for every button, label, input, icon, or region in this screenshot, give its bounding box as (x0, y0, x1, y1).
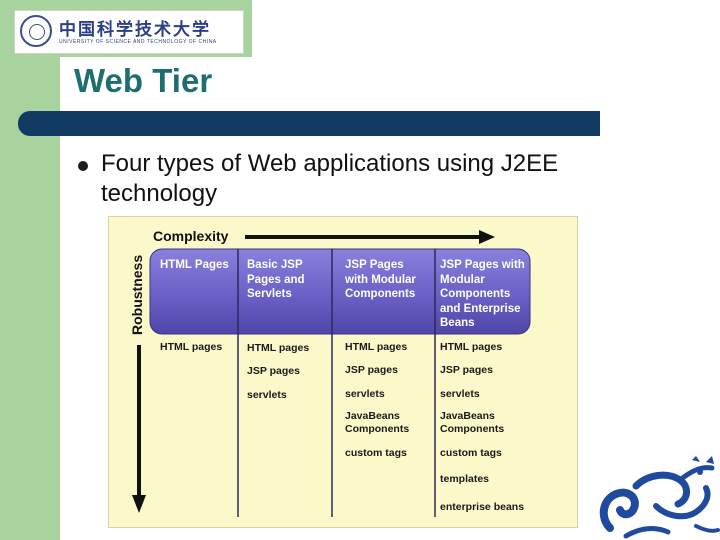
column-item: servlets (345, 388, 385, 400)
dragon-emblem-icon (599, 456, 720, 539)
web-app-types-diagram: Complexity Robustness HTML Pages HTML pa… (108, 216, 578, 528)
robustness-arrowhead (132, 495, 146, 513)
complexity-arrowhead (479, 230, 495, 244)
bullet-icon (78, 161, 88, 171)
column-header: Basic JSP Pages and Servlets (247, 259, 305, 300)
column-item: HTML pages (345, 341, 408, 353)
column-item: HTML pages (440, 341, 503, 353)
logo-area: 中国科学技术大学 UNIVERSITY OF SCIENCE AND TECHN… (0, 0, 252, 57)
bullet-text: Four types of Web applications using J2E… (101, 150, 559, 207)
title-panel (60, 57, 252, 112)
column-item: JSP pages (247, 365, 300, 377)
column-item: JavaBeans Components (345, 410, 410, 435)
column-item: HTML pages (160, 341, 223, 353)
column-item: JSP pages (440, 364, 493, 376)
column-item: JavaBeans Components (440, 410, 505, 435)
column-item: enterprise beans (440, 501, 525, 513)
slide-title: Web Tier (74, 62, 213, 99)
column-item: servlets (247, 389, 287, 401)
university-name-cn: 中国科学技术大学 (59, 20, 211, 40)
column-header: HTML Pages (160, 259, 229, 271)
university-name-en: UNIVERSITY OF SCIENCE AND TECHNOLOGY OF … (59, 39, 217, 45)
column-item: HTML pages (247, 342, 310, 354)
column-item: JSP pages (345, 364, 398, 376)
column-item: templates (440, 473, 490, 485)
column-header: JSP Pages with Modular Components and En… (440, 259, 525, 329)
university-logo: 中国科学技术大学 UNIVERSITY OF SCIENCE AND TECHN… (14, 10, 244, 54)
column-header: JSP Pages with Modular Components (345, 259, 416, 300)
column-item: custom tags (345, 447, 407, 459)
title-underline-bar (18, 111, 600, 136)
diagram-graphics (132, 230, 531, 517)
left-green-band (0, 0, 60, 540)
column-item: servlets (440, 388, 480, 400)
column-item: custom tags (440, 447, 502, 459)
complexity-label: Complexity (153, 228, 229, 244)
robustness-label: Robustness (129, 254, 145, 335)
university-seal-icon (20, 15, 52, 47)
